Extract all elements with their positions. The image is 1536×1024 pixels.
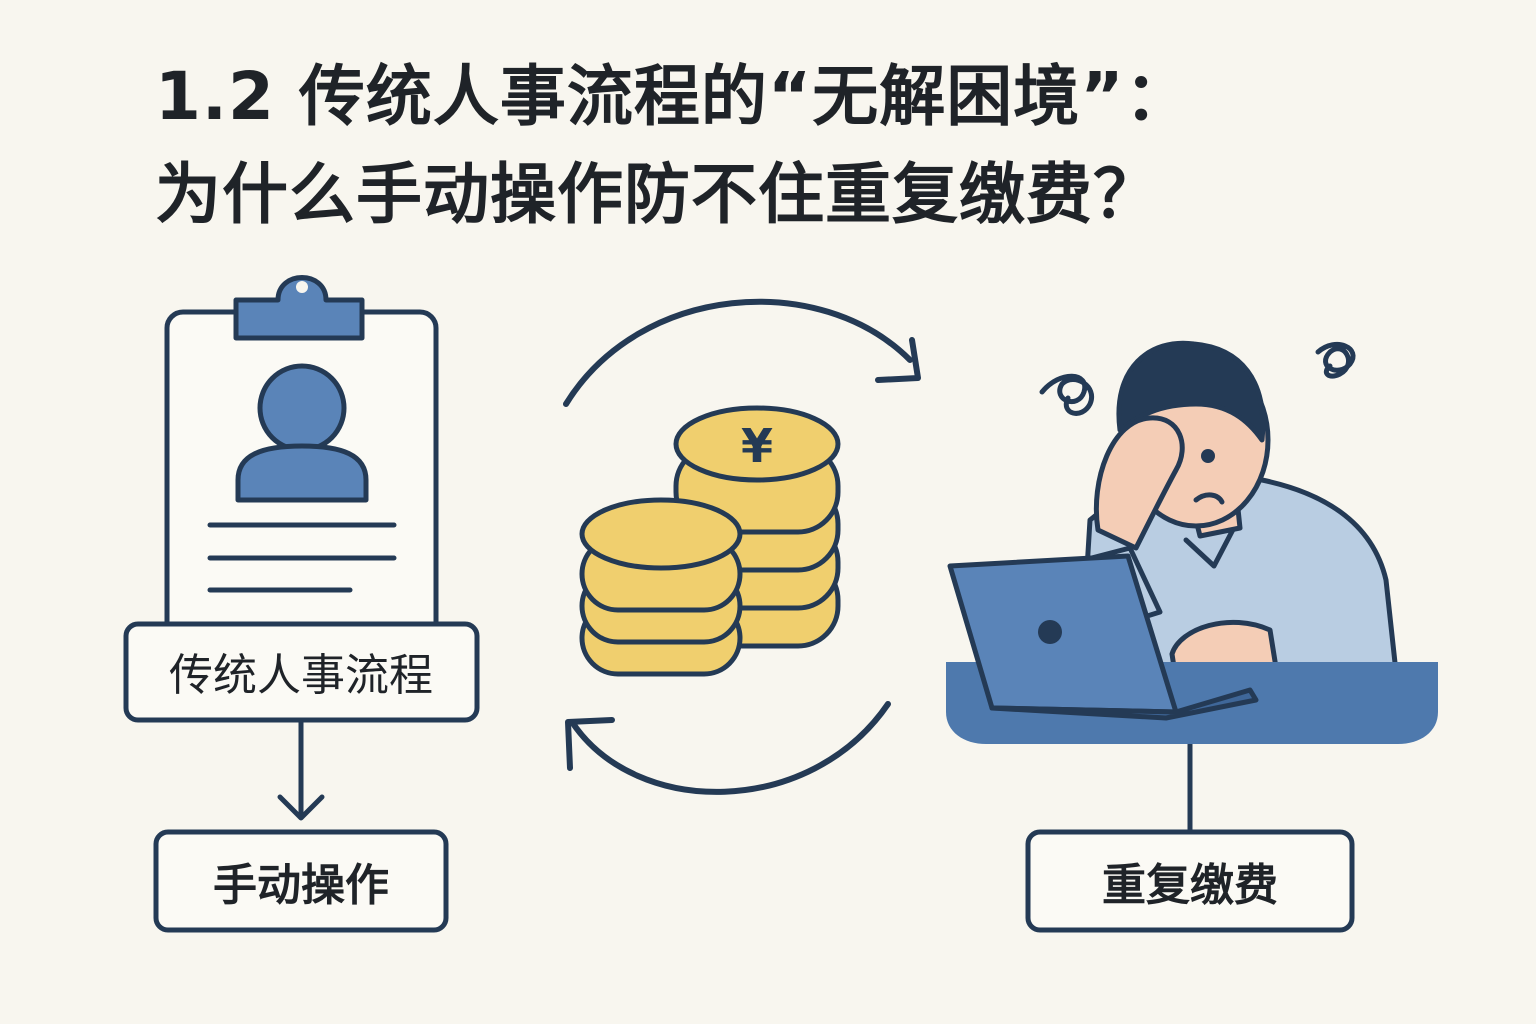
manual-operation-label: 手动操作 xyxy=(213,860,389,911)
title-line-2: 为什么手动操作防不住重复缴费？ xyxy=(155,156,1160,233)
down-arrow-icon xyxy=(277,719,325,821)
traditional-hr-process-label: 传统人事流程 xyxy=(169,650,433,701)
manual-operation-box: 手动操作 xyxy=(153,829,449,933)
duplicate-payment-label: 重复缴费 xyxy=(1102,860,1278,911)
duplicate-payment-box: 重复缴费 xyxy=(1025,829,1355,933)
title-line-1: 1.2 传统人事流程的“无解困境”： xyxy=(155,58,1192,135)
traditional-hr-process-box: 传统人事流程 xyxy=(123,621,480,723)
yen-symbol: ¥ xyxy=(741,419,773,473)
cycle-arrows-icon xyxy=(563,298,921,795)
clipboard-icon xyxy=(164,275,439,660)
laptop-icon xyxy=(947,553,1259,721)
stressed-worker-icon xyxy=(1039,340,1399,690)
person-icon xyxy=(235,363,369,503)
coin-stack-icon: ¥ xyxy=(579,405,841,677)
